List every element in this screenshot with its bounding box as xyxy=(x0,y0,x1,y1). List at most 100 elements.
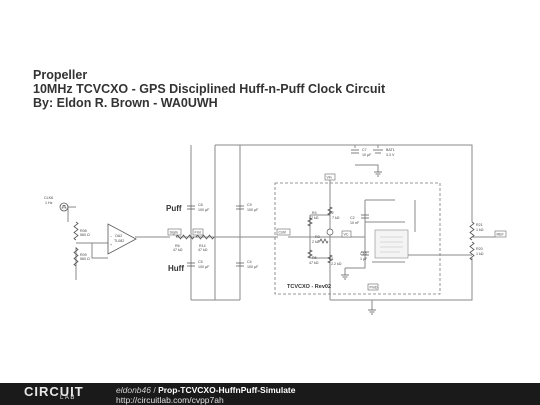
svg-text:100 µF: 100 µF xyxy=(247,265,259,269)
svg-text:2 kΩ: 2 kΩ xyxy=(312,240,320,244)
resistor-r20: R20 1 kΩ xyxy=(469,241,484,261)
resistor-r3: R3 2 kΩ xyxy=(312,235,329,244)
resistor-r14: R14 47 kΩ xyxy=(195,234,215,252)
svg-text:1 µF: 1 µF xyxy=(360,257,368,261)
huff-label: Huff xyxy=(168,264,184,273)
svg-text:PmD: PmD xyxy=(370,286,378,290)
battery-bat1: BAT1 3.3 V xyxy=(373,148,395,157)
ground-symbol-mid xyxy=(341,274,349,280)
resistor-r1: R1 2.2 kΩ xyxy=(327,254,342,266)
footer-project-line: eldonb46 / Prop-TCVCXO-HuffnPuff-Simulat… xyxy=(116,385,296,395)
svg-text:Cntrl: Cntrl xyxy=(279,231,287,235)
clk-name: CLK6 xyxy=(44,196,53,200)
circuitlab-logo[interactable]: CIRCUIT xyxy=(24,384,84,399)
svg-text:Vin: Vin xyxy=(327,176,332,180)
capacitor-c9: C9 100 µF xyxy=(236,203,259,212)
net-tag-ref: REF xyxy=(494,230,507,238)
capacitor-c10: C10 1 µF xyxy=(360,251,369,261)
transistor xyxy=(326,228,334,236)
project-link[interactable]: Prop-TCVCXO-HuffnPuff-Simulate xyxy=(158,385,296,395)
opamp-name: OA2 xyxy=(115,234,122,238)
svg-text:SigIn: SigIn xyxy=(170,231,178,235)
resistor-r5: R5 47 kΩ xyxy=(307,249,319,265)
svg-text:R1: R1 xyxy=(329,257,334,261)
svg-text:C5: C5 xyxy=(198,260,203,264)
clk-value: 1 Hz xyxy=(45,201,53,205)
footer-separator: / xyxy=(150,385,159,395)
tcvcxo-box-label: TCVCXO - Rev02 xyxy=(287,284,331,290)
svg-text:C4: C4 xyxy=(247,260,252,264)
resistor-r08: R08 560 Ω xyxy=(73,221,90,241)
svg-text:47 kΩ: 47 kΩ xyxy=(309,261,319,265)
capacitor-c4: C4 100 µF xyxy=(236,260,259,269)
r08-name: R08 xyxy=(80,229,87,233)
svg-text:C7: C7 xyxy=(362,148,367,152)
clock-source: CLK6 1 Hz xyxy=(44,196,69,212)
oscillator-chip xyxy=(374,229,409,259)
svg-text:R21: R21 xyxy=(476,223,483,227)
svg-text:3.3 V: 3.3 V xyxy=(386,153,395,157)
resistor-r4: R4 47 kΩ xyxy=(307,211,319,227)
resistor-r6: R6 47 kΩ xyxy=(173,234,195,252)
puff-label: Puff xyxy=(166,204,182,213)
schematic-diagram: TCVCXO - Rev02 Puff Huff CLK6 1 Hz R08 5… xyxy=(44,144,507,315)
net-tag-cntrl: Cntrl xyxy=(276,228,291,236)
svg-text:100 µF: 100 µF xyxy=(198,208,210,212)
svg-text:10 µF: 10 µF xyxy=(362,153,372,157)
svg-text:C9: C9 xyxy=(247,203,252,207)
tcvcxo-box xyxy=(274,182,441,295)
capacitor-c8: C8 100 µF xyxy=(187,203,210,212)
svg-text:1 kΩ: 1 kΩ xyxy=(476,252,484,256)
net-tag-sigin: SigIn xyxy=(167,228,182,236)
net-tag-vin: Vin xyxy=(324,173,336,181)
net-tag-fint: FInt xyxy=(192,228,204,236)
svg-text:VC: VC xyxy=(344,233,349,237)
title-line-2: 10MHz TCVCXO - GPS Disciplined Huff-n-Pu… xyxy=(33,82,386,96)
svg-text:BAT1: BAT1 xyxy=(386,148,395,152)
r6-value: 47 kΩ xyxy=(173,248,183,252)
capacitor-c5: C5 100 µF xyxy=(187,260,210,269)
r14-value: 47 kΩ xyxy=(198,248,208,252)
capacitor-c2: C2 10 nF xyxy=(350,214,369,225)
ground-symbol-top xyxy=(374,171,382,177)
opamp-part: TL082 xyxy=(114,239,124,243)
svg-text:10 nF: 10 nF xyxy=(350,221,360,225)
svg-text:C8: C8 xyxy=(198,203,203,207)
circuit-url[interactable]: http://circuitlab.com/cvpp7ah xyxy=(116,395,224,405)
net-tag-pmd: PmD xyxy=(367,283,379,291)
svg-text:C2: C2 xyxy=(350,216,355,220)
svg-text:100 µF: 100 µF xyxy=(198,265,210,269)
svg-text:R4: R4 xyxy=(312,211,317,215)
svg-text:2.2 kΩ: 2.2 kΩ xyxy=(331,262,342,266)
title-line-1: Propeller xyxy=(33,68,88,82)
svg-text:REF: REF xyxy=(497,233,505,237)
svg-text:R20: R20 xyxy=(476,247,483,251)
net-tag-vc: VC xyxy=(341,230,352,238)
title-block: Propeller 10MHz TCVCXO - GPS Disciplined… xyxy=(33,68,385,110)
opamp-oa2: − + OA2 TL082 xyxy=(107,223,137,255)
svg-text:−: − xyxy=(110,235,112,239)
resistor-r21: R21 1 kΩ xyxy=(469,221,484,241)
wires xyxy=(67,144,495,310)
svg-text:R2: R2 xyxy=(329,211,334,215)
resistor-r2: R2 7 kΩ xyxy=(327,206,340,220)
r08-value: 560 Ω xyxy=(80,233,90,237)
footer-url-line: http://circuitlab.com/cvpp7ah xyxy=(116,395,224,405)
author-link[interactable]: eldonb46 xyxy=(116,385,151,395)
ground-symbol-bottom xyxy=(368,309,376,315)
title-line-3: By: Eldon R. Brown - WA0UWH xyxy=(33,96,218,110)
r09-value: 560 Ω xyxy=(80,257,90,261)
footer-bar: CIRCUIT LAB eldonb46 / Prop-TCVCXO-Huffn… xyxy=(0,383,540,405)
svg-text:1 kΩ: 1 kΩ xyxy=(476,228,484,232)
r14-name: R14 xyxy=(199,244,206,248)
svg-text:100 µF: 100 µF xyxy=(247,208,259,212)
r6-name: R6 xyxy=(175,244,180,248)
svg-text:C10: C10 xyxy=(360,252,367,256)
svg-text:FInt: FInt xyxy=(195,231,201,235)
svg-text:R5: R5 xyxy=(312,256,317,260)
svg-text:7 kΩ: 7 kΩ xyxy=(332,216,340,220)
r09-name: R09 xyxy=(80,253,87,257)
svg-text:+: + xyxy=(110,243,112,247)
svg-text:R3: R3 xyxy=(315,235,320,239)
resistor-r09: R09 560 Ω xyxy=(73,247,90,267)
